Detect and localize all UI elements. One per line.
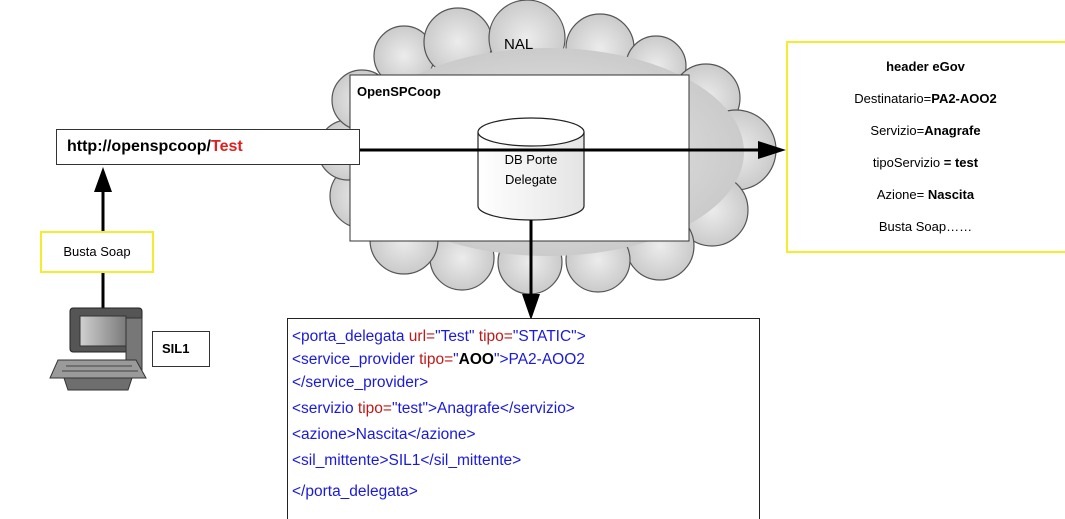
xml-value-tipo: "STATIC" xyxy=(512,328,577,345)
azione-value: Nascita xyxy=(927,187,975,202)
computer-icon xyxy=(49,307,147,391)
xml-line-service-provider: <service_provider tipo="AOO">PA2-AOO2 xyxy=(292,351,585,369)
db-label: DB Porte Delegate xyxy=(478,150,584,190)
xml-tag: <servizio xyxy=(292,400,358,417)
header-azione: Azione= Nascita xyxy=(788,187,1063,202)
sil1-box: SIL1 xyxy=(152,331,210,367)
url-highlight: Test xyxy=(210,138,243,155)
destinatario-key: Destinatario= xyxy=(854,91,932,106)
header-tipo-servizio: tipoServizio = test xyxy=(788,155,1063,170)
busta-soap-box: Busta Soap xyxy=(40,231,154,273)
tipo-servizio-key: tipoServizio xyxy=(872,155,944,170)
header-egov-title: header eGov xyxy=(886,59,965,74)
header-destinatario: Destinatario=PA2-AOO2 xyxy=(788,91,1063,106)
sil1-label: SIL1 xyxy=(162,341,190,356)
xml-attr-tipo: tipo= xyxy=(474,328,513,345)
xml-tag: <porta_delegata xyxy=(292,328,409,345)
xml-attr-tipo: tipo= xyxy=(357,400,392,417)
busta-soap-label: Busta Soap xyxy=(63,244,131,259)
xml-attr-tipo: tipo= xyxy=(419,351,454,368)
nal-label: NAL xyxy=(504,36,534,53)
xml-line-sil-mittente: <sil_mittente>SIL1</sil_mittente> xyxy=(292,452,522,469)
xml-tag: <service_provider xyxy=(292,351,420,368)
xml-value-test: "test" xyxy=(391,400,428,417)
xml-line-porta-delegata-open: <porta_delegata url="Test" tipo="STATIC"… xyxy=(292,328,586,346)
url-prefix: http://openspcoop/ xyxy=(67,138,211,155)
xml-line-servizio: <servizio tipo="test">Anagrafe</servizio… xyxy=(292,400,575,418)
tipo-servizio-value: = test xyxy=(943,155,979,170)
xml-quote: " xyxy=(453,351,459,368)
xml-value-url: "Test" xyxy=(435,328,475,345)
xml-config-box: <porta_delegata url="Test" tipo="STATIC"… xyxy=(287,318,760,519)
header-servizio: Servizio=Anagrafe xyxy=(788,123,1063,138)
db-label-line2: Delegate xyxy=(504,172,558,187)
flow-arrowhead-up xyxy=(94,167,112,192)
xml-tag-close: > xyxy=(576,328,586,345)
xml-line-porta-delegata-close: </porta_delegata> xyxy=(292,483,418,500)
db-cylinder xyxy=(477,117,585,221)
servizio-key: Servizio= xyxy=(870,123,925,138)
flow-arrowhead-down xyxy=(522,294,540,320)
url-box: http://openspcoop/Test xyxy=(56,129,360,165)
xml-text-anagrafe: >Anagrafe</servizio> xyxy=(427,400,575,417)
db-label-line1: DB Porte xyxy=(504,152,558,167)
destinatario-value: PA2-AOO2 xyxy=(931,91,997,106)
xml-value-aoo: AOO xyxy=(458,351,494,368)
flow-arrowhead-right xyxy=(758,141,786,159)
servizio-value: Anagrafe xyxy=(924,123,981,138)
header-egov-box: header eGov Destinatario=PA2-AOO2 Serviz… xyxy=(786,41,1065,253)
header-busta-soap: Busta Soap…… xyxy=(878,219,973,234)
xml-line-service-provider-close: </service_provider> xyxy=(292,374,429,391)
xml-text-pa2-aoo2: >PA2-AOO2 xyxy=(499,351,585,368)
openspcoop-label: OpenSPCoop xyxy=(357,84,441,99)
xml-attr-url: url= xyxy=(408,328,436,345)
azione-key: Azione= xyxy=(876,187,928,202)
xml-quote: " xyxy=(493,351,500,368)
xml-line-azione: <azione>Nascita</azione> xyxy=(292,426,476,443)
url-text: http://openspcoop/Test xyxy=(67,138,243,156)
